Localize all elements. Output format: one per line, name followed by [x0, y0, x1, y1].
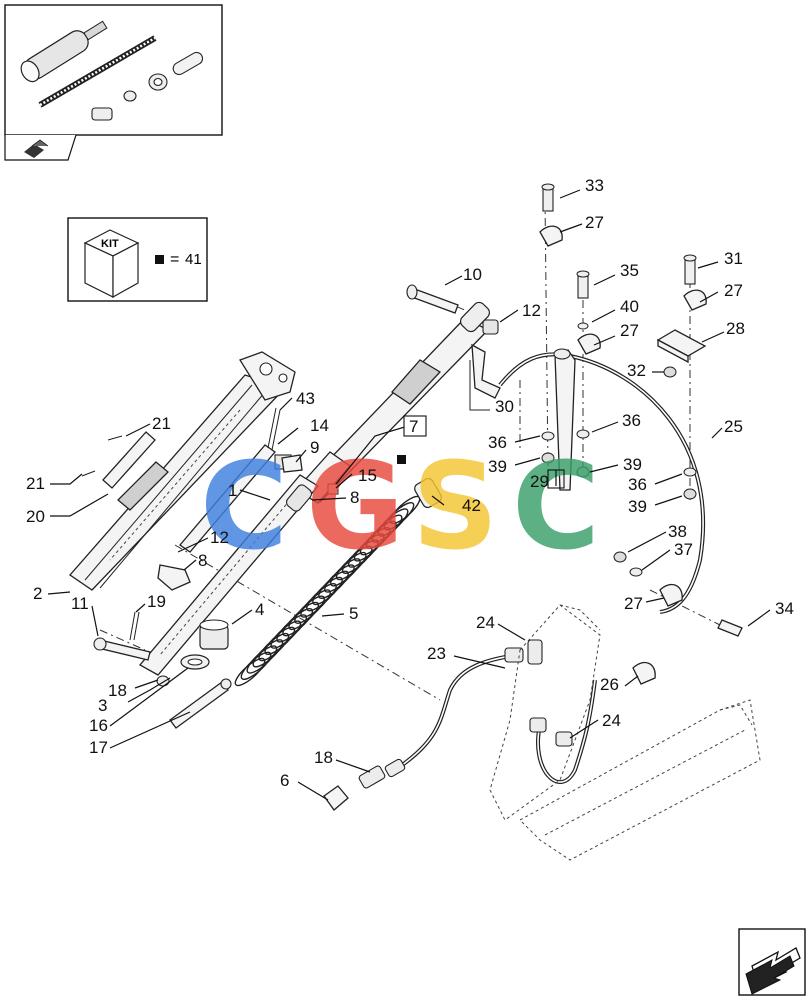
leader-lines [47, 189, 771, 801]
callout-25: 25 [724, 417, 743, 436]
callout-20: 20 [26, 507, 45, 526]
callout-27: 27 [585, 213, 604, 232]
callout-24: 24 [602, 711, 621, 730]
watermark-c1: C [200, 438, 288, 577]
callout-21: 21 [152, 414, 171, 433]
watermark-s: S [412, 438, 498, 577]
callout-15: 15 [358, 466, 377, 485]
callout-27: 27 [620, 321, 639, 340]
inner-rod [138, 444, 319, 676]
callout-27: 27 [724, 281, 743, 300]
machine-frame-outline [489, 604, 761, 861]
callout-10: 10 [463, 265, 482, 284]
callout-31: 31 [724, 249, 743, 268]
kit-tab-icon [24, 139, 49, 158]
callout-2: 2 [33, 584, 42, 603]
callout-11: 11 [71, 594, 89, 613]
callout-27: 27 [624, 594, 643, 613]
callout-29-bracket [547, 469, 565, 489]
callout-23: 23 [427, 644, 446, 663]
callout-34: 34 [775, 599, 794, 618]
callout-39: 39 [628, 497, 647, 516]
callout-19: 19 [147, 592, 166, 611]
callout-38: 38 [668, 522, 687, 541]
callout-28: 28 [726, 319, 745, 338]
callout-37: 37 [674, 540, 693, 559]
kit-square-icon [155, 255, 164, 264]
callout-17: 17 [89, 738, 108, 757]
cylinder-barrel [294, 284, 499, 504]
callout-8: 8 [198, 551, 207, 570]
callout-36: 36 [622, 411, 641, 430]
watermark-g: G [306, 438, 405, 577]
clamp-hardware [539, 183, 743, 685]
callout-24: 24 [476, 613, 495, 632]
callout-43: 43 [296, 389, 315, 408]
next-page-arrow-icon[interactable] [738, 928, 806, 996]
kit-label: KIT [101, 238, 119, 250]
callout-18: 18 [108, 681, 127, 700]
callout-8: 8 [350, 488, 359, 507]
kit-number: 41 [185, 251, 202, 268]
callout-36: 36 [628, 475, 647, 494]
watermark-c2: C [512, 438, 600, 577]
callout-9: 9 [310, 438, 319, 457]
callout-30: 30 [495, 397, 514, 416]
kit-legend-box: KIT = 41 [67, 217, 208, 302]
callout-40: 40 [620, 297, 639, 316]
callout-12: 12 [210, 528, 229, 547]
callout-7-box [403, 415, 427, 437]
callout-3: 3 [98, 696, 107, 715]
callout-18: 18 [314, 748, 333, 767]
callout-32: 32 [627, 361, 646, 380]
callout-5: 5 [349, 604, 358, 623]
hydraulic-hoses [384, 343, 706, 784]
callout-33: 33 [585, 176, 604, 195]
callout-29: 29 [530, 472, 549, 491]
coil-spring [234, 495, 421, 687]
callout-16: 16 [89, 716, 108, 735]
callout-4: 4 [255, 600, 264, 619]
callout-36: 36 [488, 433, 507, 452]
spring-coil [234, 657, 266, 687]
outer-channel [69, 351, 296, 591]
bushings-and-pins [81, 407, 442, 811]
kit-marker-icon [397, 455, 406, 464]
parts-kit-thumbnail[interactable] [4, 4, 223, 161]
callout-39: 39 [488, 457, 507, 476]
callout-39: 39 [623, 455, 642, 474]
callout-1: 1 [228, 481, 237, 500]
callout-14: 14 [310, 416, 329, 435]
callout-12: 12 [522, 301, 541, 320]
callout-42: 42 [462, 496, 481, 515]
kit-equals: = [170, 251, 179, 268]
callout-numbers: 10 12 33 27 35 31 27 40 27 28 32 36 25 3… [26, 176, 794, 790]
callout-35: 35 [620, 261, 639, 280]
callout-6: 6 [280, 771, 289, 790]
callout-7: 7 [409, 417, 418, 436]
watermark: C G S C [200, 438, 600, 577]
callout-26: 26 [600, 675, 619, 694]
callout-21: 21 [26, 474, 45, 493]
